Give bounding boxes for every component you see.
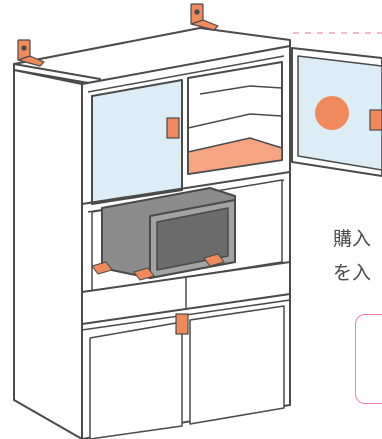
caption-line-2: を入 <box>333 262 372 284</box>
tv-anchor-center <box>133 267 155 281</box>
left-glass-door <box>91 79 183 205</box>
mid-divider <box>81 171 291 205</box>
l-bracket-icon <box>17 3 219 67</box>
round-lamp-icon <box>315 96 349 130</box>
lower-right-door <box>189 305 285 425</box>
upper-shelf-line <box>187 113 283 129</box>
tv-anchor-right <box>203 253 225 267</box>
tv-anchor-left <box>91 261 113 275</box>
cabinet-left-side <box>13 69 83 439</box>
latch-right-door <box>369 109 382 131</box>
tv-screen <box>156 207 229 271</box>
info-box <box>355 314 382 404</box>
latch-lower-doors <box>175 313 189 335</box>
caption-line-1: 購入 <box>333 228 372 250</box>
front-inner-top <box>87 55 285 93</box>
lower-left-door <box>89 321 183 439</box>
upper-shelf-back <box>199 85 283 95</box>
latch-left-door <box>166 117 180 139</box>
